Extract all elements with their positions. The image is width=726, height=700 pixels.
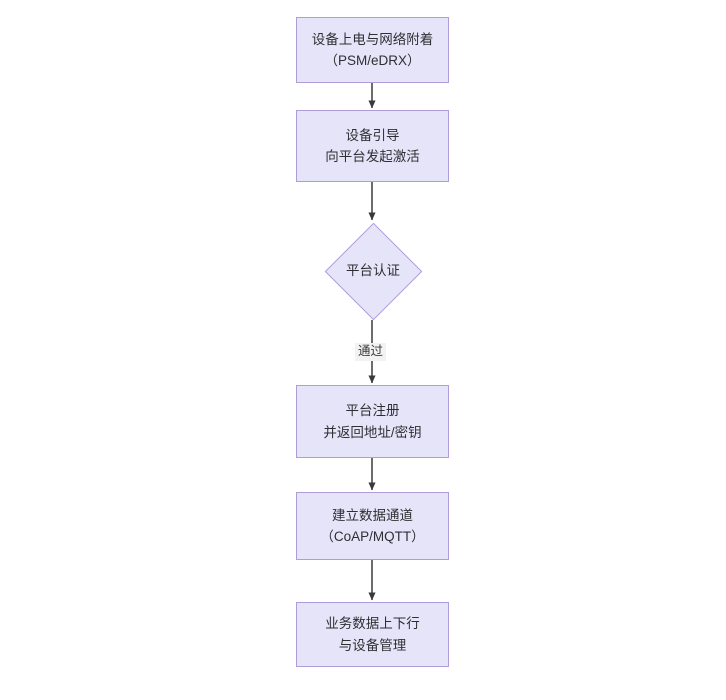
flow-node-label-line: （CoAP/MQTT） bbox=[320, 529, 425, 544]
flow-node-label-line: 建立数据通道 bbox=[332, 507, 413, 523]
flow-node-label-line: 设备上电与网络附着 bbox=[311, 31, 434, 47]
flow-node-label-line: 平台注册 bbox=[345, 403, 400, 419]
flow-node-establish-data-channel[interactable]: 建立数据通道 （CoAP/MQTT） bbox=[296, 492, 449, 560]
flow-node-label-line: 与设备管理 bbox=[338, 637, 407, 653]
flow-node-platform-authentication[interactable]: 平台认证 bbox=[324, 222, 422, 320]
flow-node-device-bootstrap[interactable]: 设备引导 向平台发起激活 bbox=[296, 110, 449, 182]
flow-node-platform-registration[interactable]: 平台注册 并返回地址/密钥 bbox=[296, 385, 449, 458]
flow-node-label-line: 业务数据上下行 bbox=[325, 616, 420, 632]
flow-node-label-line: 并返回地址/密钥 bbox=[323, 424, 422, 440]
edge-label-pass: 通过 bbox=[355, 343, 387, 361]
flow-node-service-data-and-device-management[interactable]: 业务数据上下行 与设备管理 bbox=[296, 602, 449, 667]
flow-node-label-line: 向平台发起激活 bbox=[325, 149, 420, 164]
flow-node-device-power-on[interactable]: 设备上电与网络附着 （PSM/eDRX） bbox=[296, 17, 449, 83]
flow-node-label-line: 设备引导 bbox=[345, 127, 400, 143]
flow-node-label-line: （PSM/eDRX） bbox=[324, 53, 421, 68]
flow-node-label-line: 平台认证 bbox=[346, 262, 400, 278]
